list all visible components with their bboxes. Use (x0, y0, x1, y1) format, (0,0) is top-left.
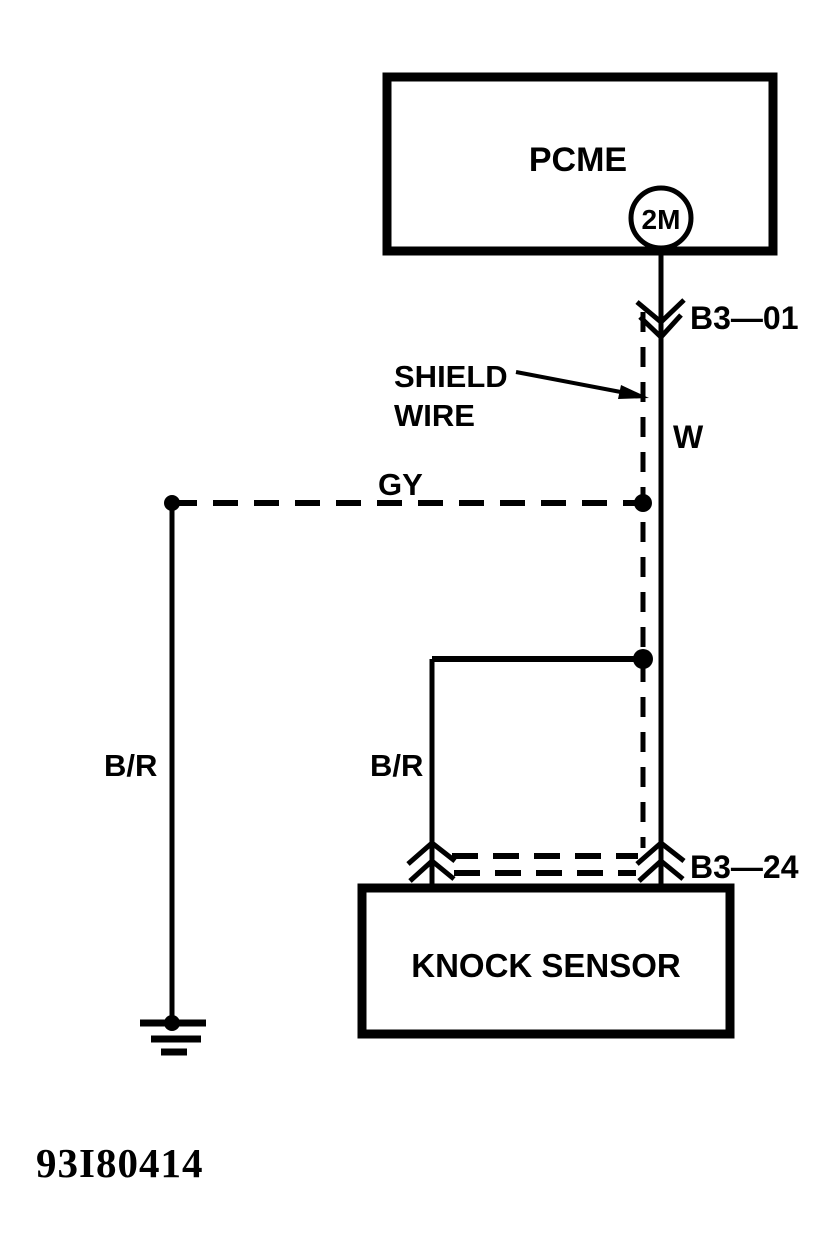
connector-b3-01-label: B3—01 (690, 300, 799, 336)
wire-w-label: W (673, 419, 704, 455)
wire-br-left-label: B/R (104, 748, 157, 783)
connector-b3-24-chevron (408, 857, 456, 883)
shield-wire-label-line1: SHIELD (394, 359, 508, 394)
knock-sensor-box (357, 883, 735, 1039)
wire-br-mid-label: B/R (370, 748, 423, 783)
figure-id: 93I80414 (36, 1140, 203, 1186)
junction-dot (633, 649, 653, 669)
shield-wire-arrowhead-icon (618, 385, 649, 399)
ground-symbol-icon (140, 1015, 206, 1056)
pin-2m-label: 2M (642, 204, 681, 235)
connector-b3-01-chevron (635, 298, 686, 326)
connector-b3-24-chevron (406, 839, 457, 866)
wire-gy-label: GY (378, 467, 423, 502)
connector-b3-24-chevron (637, 857, 685, 883)
junction-dot (634, 494, 652, 512)
pcme-label: PCME (529, 141, 627, 179)
connector-b3-24-label: B3—24 (690, 849, 799, 885)
knock-sensor-label: KNOCK SENSOR (411, 947, 681, 984)
connector-b3-01-chevron (638, 313, 683, 341)
shield-wire-arrow-line (515, 370, 627, 395)
pcme-box (382, 72, 778, 256)
connector-b3-24-chevron (635, 839, 686, 866)
shield-wire-label-line2: WIRE (394, 398, 475, 433)
